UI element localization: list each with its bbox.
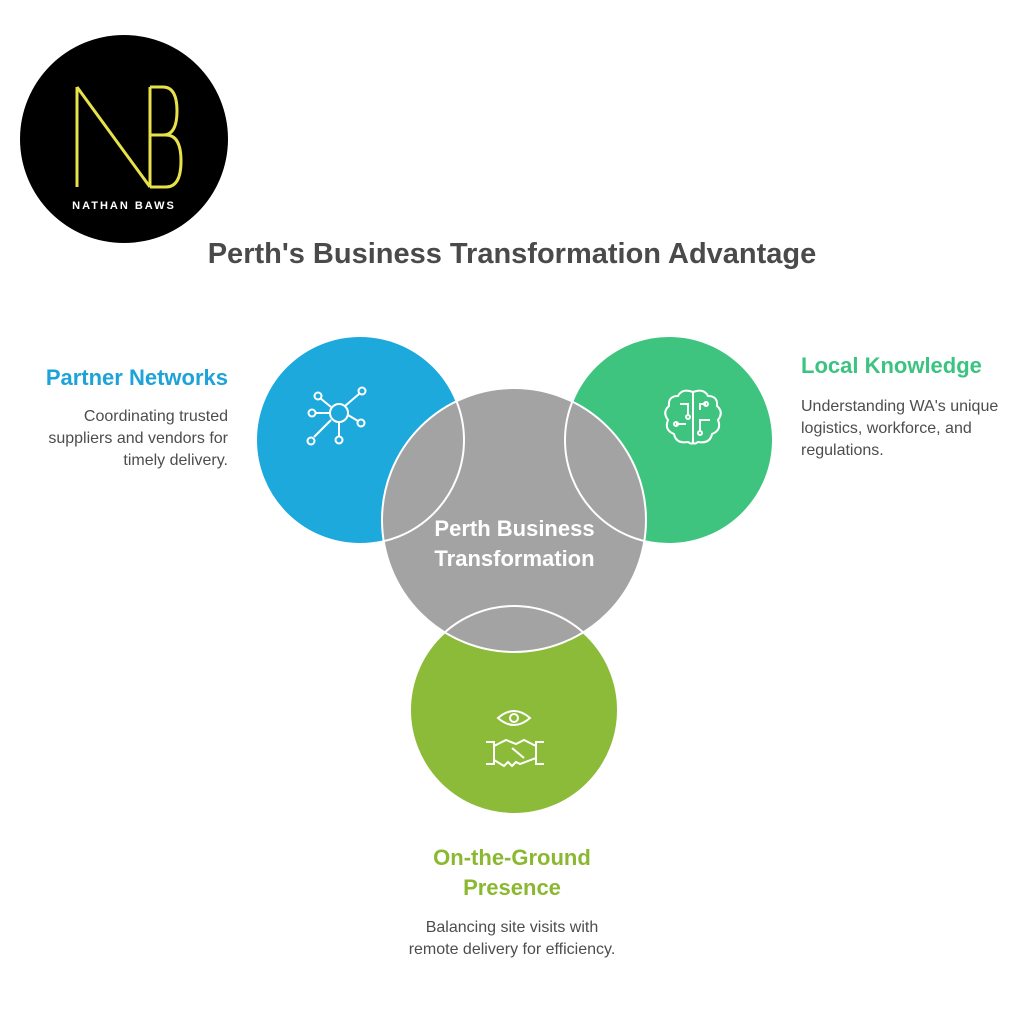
on-the-ground-heading: On-the-Ground Presence — [412, 843, 612, 903]
partner-networks-description: Coordinating trusted suppliers and vendo… — [48, 408, 228, 469]
local-knowledge-description: Understanding WA's unique logistics, wor… — [801, 398, 999, 459]
partner-overlap-outline — [255, 335, 465, 545]
on-the-ground-description: Balancing site visits with remote delive… — [408, 919, 616, 958]
center-outline — [381, 387, 647, 653]
center-label: Perth Business Transformation — [392, 514, 637, 574]
logo-name: NATHAN BAWS — [72, 200, 176, 212]
nathan-baws-logo: NATHAN BAWS — [20, 35, 228, 243]
network-hub-icon — [306, 386, 367, 446]
local-knowledge-heading: Local Knowledge — [801, 353, 982, 378]
eye-handshake-icon — [486, 710, 544, 768]
brain-circuit-icon — [664, 389, 722, 445]
page-title: Perth's Business Transformation Advantag… — [207, 238, 817, 270]
on-the-ground-heading-line1: On-the-Ground — [433, 845, 591, 870]
center-label-line2: Transformation — [434, 546, 595, 571]
center-label-line1: Perth Business — [434, 516, 595, 541]
local-overlap-outline — [564, 335, 774, 545]
center-circle — [382, 388, 646, 652]
partner-networks-heading: Partner Networks — [45, 365, 228, 390]
on-the-ground-heading-line2: Presence — [463, 875, 561, 900]
ground-overlap-outline — [409, 605, 619, 815]
